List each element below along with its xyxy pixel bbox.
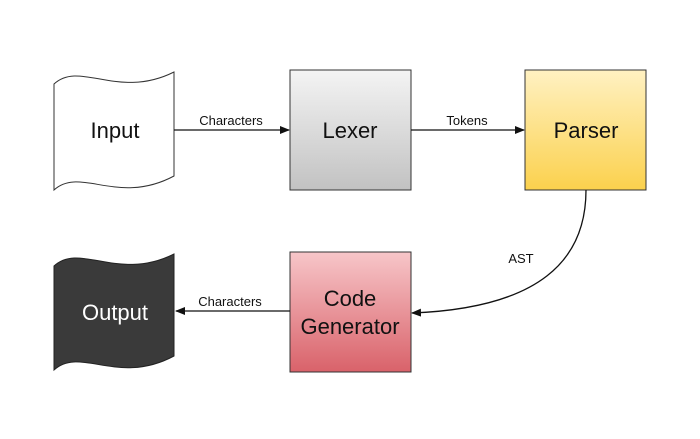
output-shape xyxy=(53,253,175,372)
input-label: Input xyxy=(91,118,140,143)
output-label: Output xyxy=(82,300,148,325)
lexer-node: Lexer xyxy=(289,69,412,191)
code-generator-label-line1: Code xyxy=(324,286,377,311)
edge-code-generator-to-output: Characters xyxy=(175,294,290,315)
lexer-label: Lexer xyxy=(322,118,377,143)
edge-label-ast: AST xyxy=(508,251,533,266)
parser-label: Parser xyxy=(554,118,619,143)
code-generator-node: Code Generator xyxy=(289,251,412,373)
edge-parser-to-code-generator: AST xyxy=(411,189,587,317)
code-generator-box xyxy=(289,251,412,373)
edge-input-to-lexer: Characters xyxy=(174,113,290,134)
edge-lexer-to-parser: Tokens xyxy=(411,113,525,134)
input-node: Input xyxy=(53,71,175,192)
edge-label-characters-1: Characters xyxy=(199,113,263,128)
parser-node: Parser xyxy=(524,69,647,191)
edge-label-tokens: Tokens xyxy=(446,113,488,128)
input-shape xyxy=(53,71,175,192)
code-generator-label-line2: Generator xyxy=(300,314,399,339)
output-node: Output xyxy=(53,253,175,372)
lexer-box xyxy=(289,69,412,191)
edge-label-characters-2: Characters xyxy=(198,294,262,309)
edge-curve xyxy=(411,189,587,317)
